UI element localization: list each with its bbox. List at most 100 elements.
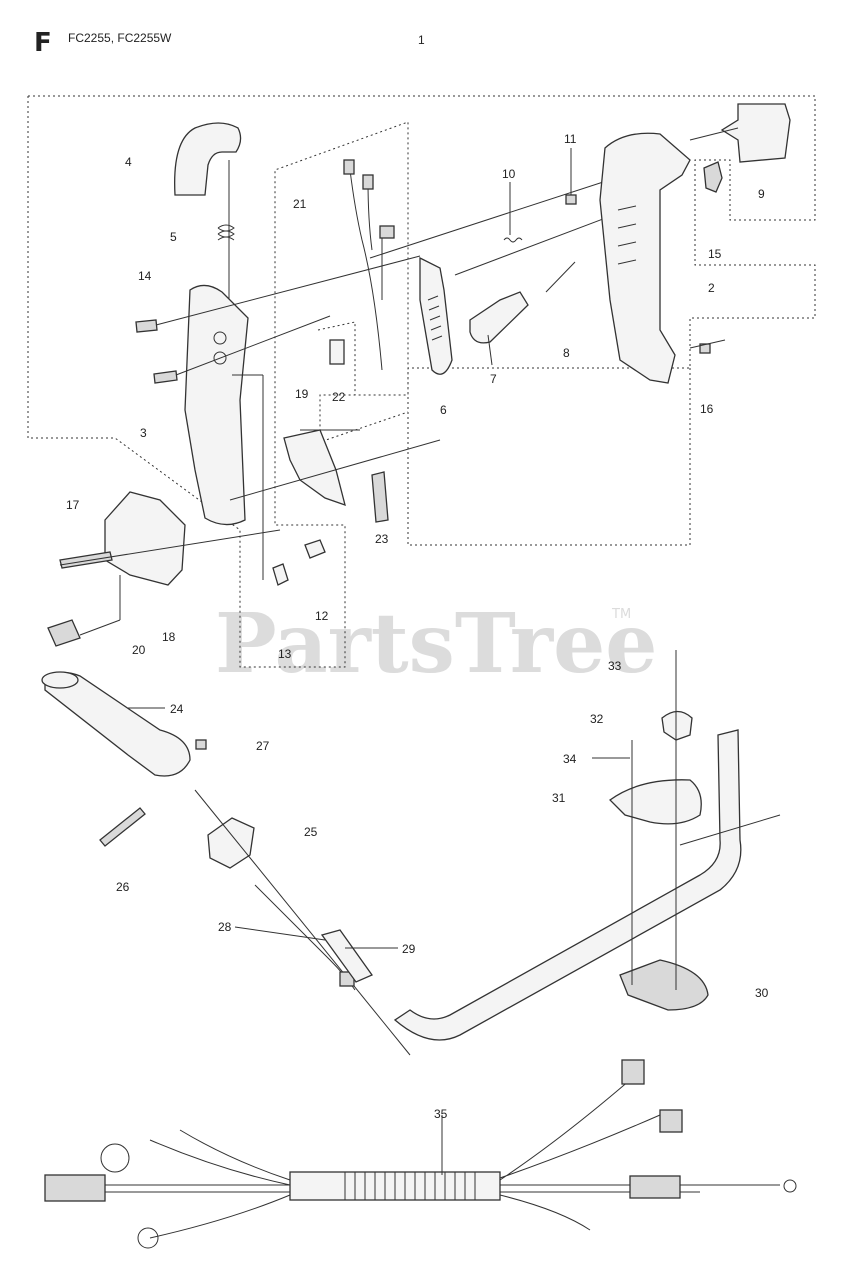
- handlebar-cut-line: [679, 814, 781, 846]
- callout-3: 3: [140, 426, 147, 440]
- callout-35: 35: [434, 1107, 448, 1121]
- callout-22: 22: [332, 390, 346, 404]
- assembly-boundary-19: [317, 321, 356, 395]
- part-26-screw: [99, 807, 146, 847]
- part-21-connector-b: [362, 174, 374, 190]
- callout-27: 27: [256, 739, 270, 753]
- part-23-latch: [283, 429, 346, 507]
- callout-15: 15: [708, 247, 722, 261]
- callout-13: 13: [278, 647, 292, 661]
- callout-24: 24: [170, 702, 184, 716]
- part-21-connector-c: [379, 225, 395, 239]
- callout-28: 28: [218, 920, 232, 934]
- callout-8: 8: [563, 346, 570, 360]
- part-35-connector-top: [621, 1059, 645, 1085]
- callout-9: 9: [758, 187, 765, 201]
- part-3-hole-a: [213, 331, 227, 345]
- part-12-pin: [304, 539, 326, 559]
- assembly-axis-e: [59, 529, 281, 566]
- part-35-sleeve-ribs: [344, 1172, 476, 1200]
- part-4-handle-cap: [174, 122, 242, 196]
- part-6-ribs: [427, 295, 443, 341]
- leader-28: [234, 926, 326, 941]
- part-35-eyelet: [100, 1143, 130, 1173]
- callout-18: 18: [162, 630, 176, 644]
- assembly-boundary-main: [28, 95, 816, 546]
- callout-30: 30: [755, 986, 769, 1000]
- part-30-handlebar: [393, 729, 742, 1041]
- part-10-spring: [503, 237, 523, 243]
- part-3-hole-b: [213, 351, 227, 365]
- watermark-text: PartsTree: [215, 596, 657, 692]
- leader-9: [689, 127, 739, 141]
- part-35-ring-terminal: [137, 1227, 159, 1249]
- model-numbers: FC2255, FC2255W: [68, 31, 172, 45]
- part-25-clamp: [207, 817, 255, 869]
- callout-6: 6: [440, 403, 447, 417]
- callout-34: 34: [563, 752, 577, 766]
- part-27-nut: [195, 739, 207, 750]
- part-29-bracket: [320, 929, 373, 983]
- callout-10: 10: [502, 167, 516, 181]
- handlebar-axis: [194, 789, 411, 1056]
- part-14-screw-b: [153, 370, 178, 384]
- callout-16: 16: [700, 402, 714, 416]
- part-20-connector: [47, 619, 81, 647]
- part-7-trigger: [469, 291, 529, 344]
- callout-26: 26: [116, 880, 130, 894]
- callout-14: 14: [138, 269, 152, 283]
- leader-7: [487, 334, 493, 366]
- part-13-clip: [272, 563, 289, 586]
- part-6-throttle-lever: [419, 256, 453, 375]
- callout-25: 25: [304, 825, 318, 839]
- part-35-connector-right: [659, 1109, 683, 1133]
- part-35-spring-left: [44, 1174, 106, 1202]
- callout-7: 7: [490, 372, 497, 386]
- callout-2: 2: [708, 281, 715, 295]
- part-16-nut: [699, 343, 711, 354]
- part-8-spring: [545, 261, 576, 293]
- callout-17: 17: [66, 498, 80, 512]
- callout-20: 20: [132, 643, 146, 657]
- part-14-screw: [135, 319, 158, 333]
- assembly-axis-c: [229, 439, 441, 501]
- part-18-housing: [104, 491, 186, 586]
- part-2-handle-half: [599, 132, 691, 384]
- callout-19: 19: [295, 387, 309, 401]
- callout-21: 21: [293, 197, 307, 211]
- part-17-screw: [59, 551, 113, 569]
- callout-11: 11: [564, 132, 577, 146]
- part-2-ribs: [617, 205, 637, 265]
- part-22-clip: [329, 339, 345, 365]
- part-31-clamp-body: [609, 779, 702, 825]
- part-11-nut: [565, 194, 577, 205]
- callout-23: 23: [375, 532, 389, 546]
- part-35-end-terminal: [783, 1179, 797, 1193]
- part-23-bolt: [371, 471, 389, 523]
- part-15-clip: [703, 161, 723, 193]
- part-35-spring-right: [629, 1175, 681, 1199]
- callout-33: 33: [608, 659, 622, 673]
- callout-5: 5: [170, 230, 177, 244]
- part-3-handle-half: [184, 284, 249, 526]
- page-number: 1: [418, 33, 425, 47]
- leader-16: [689, 339, 726, 349]
- part-32-clamp-top: [661, 710, 693, 741]
- callout-12: 12: [315, 609, 329, 623]
- leader-14: [155, 255, 421, 326]
- callout-32: 32: [590, 712, 604, 726]
- part-9-bracket: [720, 103, 791, 163]
- leader-14b: [175, 315, 331, 376]
- assembly-axis-a: [369, 169, 641, 259]
- callout-31: 31: [552, 791, 566, 805]
- callout-29: 29: [402, 942, 416, 956]
- leader-20: [79, 619, 121, 636]
- part-31-clamp-base: [619, 959, 709, 1011]
- part-5-spring: [217, 224, 235, 241]
- assembly-boundary-left: [27, 96, 409, 668]
- part-35-branch-wires: [149, 1079, 661, 1239]
- part-24-grip-end: [41, 671, 79, 689]
- section-letter: F: [34, 28, 52, 58]
